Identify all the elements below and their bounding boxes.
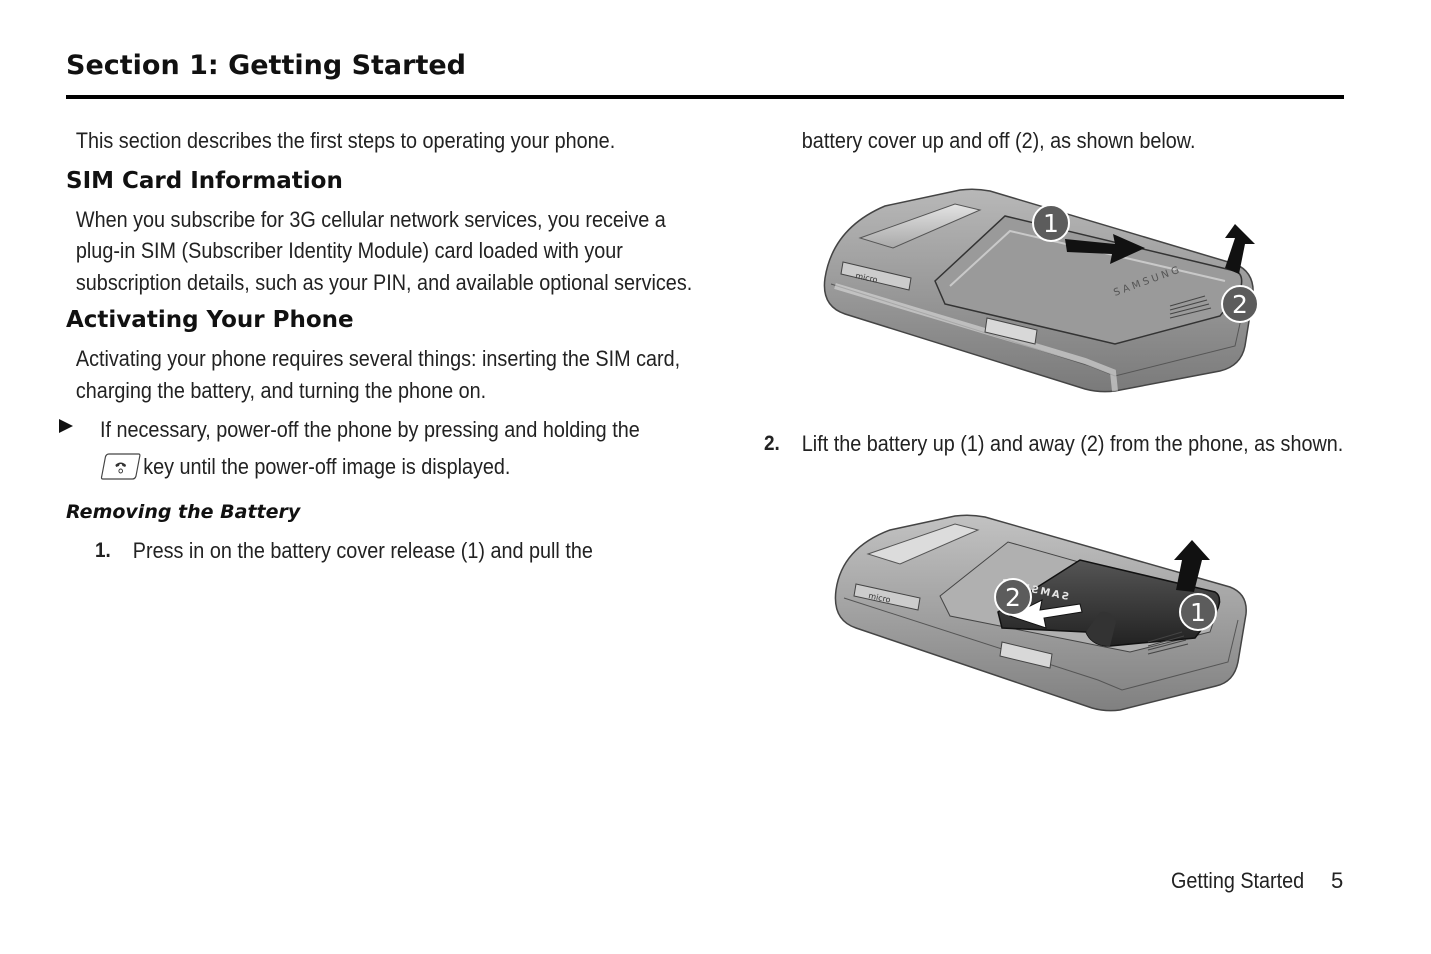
- right-column: battery cover up and off (2), as shown b…: [764, 120, 1344, 157]
- phone-battery-illustration: SAMSUNG micro 2 1: [834, 514, 1247, 712]
- removing-battery-heading: Removing the Battery: [66, 501, 301, 523]
- callout-1: [1179, 593, 1217, 631]
- step-2-number: 2.: [764, 432, 780, 455]
- continued-paragraph: battery cover up and off (2), as shown b…: [801, 128, 1196, 153]
- phone-back-cover-illustration: SAMSUNG micro 1 2: [823, 188, 1259, 393]
- battery-cover-figure: SAMSUNG micro 1 2: [815, 186, 1265, 396]
- footer-section-label: Getting Started: [1171, 868, 1305, 893]
- slide-arrow: [1065, 234, 1145, 264]
- step-2-row: 2. Lift the battery up (1) and away (2) …: [764, 425, 1343, 463]
- step-2-block: 2. Lift the battery up (1) and away (2) …: [764, 425, 1344, 463]
- callout-2: [994, 578, 1032, 616]
- battery-lift-figure: SAMSUNG micro 2 1: [830, 512, 1250, 717]
- page-number: 5: [1331, 868, 1344, 893]
- intro-paragraph: This section describes the first steps t…: [75, 128, 616, 153]
- step-2-text: Lift the battery up (1) and away (2) fro…: [801, 431, 1344, 456]
- bullet-line-2: key until the power-off image is display…: [143, 454, 511, 479]
- svg-text:1: 1: [1190, 598, 1206, 627]
- step-1-text: Press in on the battery cover release (1…: [132, 538, 593, 563]
- title-rule: [66, 95, 1344, 99]
- svg-text:2: 2: [1005, 583, 1021, 612]
- lift-battery-arrow: [1174, 540, 1210, 592]
- lift-arrow: [1225, 224, 1255, 274]
- left-column: This section describes the first steps t…: [59, 120, 692, 567]
- callout-2: [1221, 285, 1259, 323]
- step-1: 1. Press in on the battery cover release…: [66, 535, 686, 567]
- page-title: Section 1: Getting Started: [66, 50, 467, 81]
- sim-card-heading: SIM Card Information: [66, 167, 343, 194]
- bullet-line-2-row: key until the power-off image is display…: [100, 448, 685, 485]
- sim-card-paragraph: When you subscribe for 3G cellular netwo…: [75, 206, 693, 295]
- power-off-bullet: If necessary, power-off the phone by pre…: [59, 411, 686, 485]
- activating-heading: Activating Your Phone: [66, 307, 354, 333]
- svg-text:1: 1: [1043, 209, 1059, 238]
- right-triangle-icon: [58, 417, 74, 440]
- step-1-row: 1. Press in on the battery cover release…: [95, 535, 685, 567]
- svg-text:2: 2: [1232, 290, 1248, 319]
- callout-1: [1032, 204, 1070, 242]
- bullet-line-1: If necessary, power-off the phone by pre…: [100, 417, 640, 442]
- step-1-number: 1.: [95, 539, 111, 562]
- activating-paragraph: Activating your phone requires several t…: [75, 346, 681, 403]
- step-2: 2. Lift the battery up (1) and away (2) …: [764, 425, 1344, 463]
- end-key-icon: [100, 452, 141, 480]
